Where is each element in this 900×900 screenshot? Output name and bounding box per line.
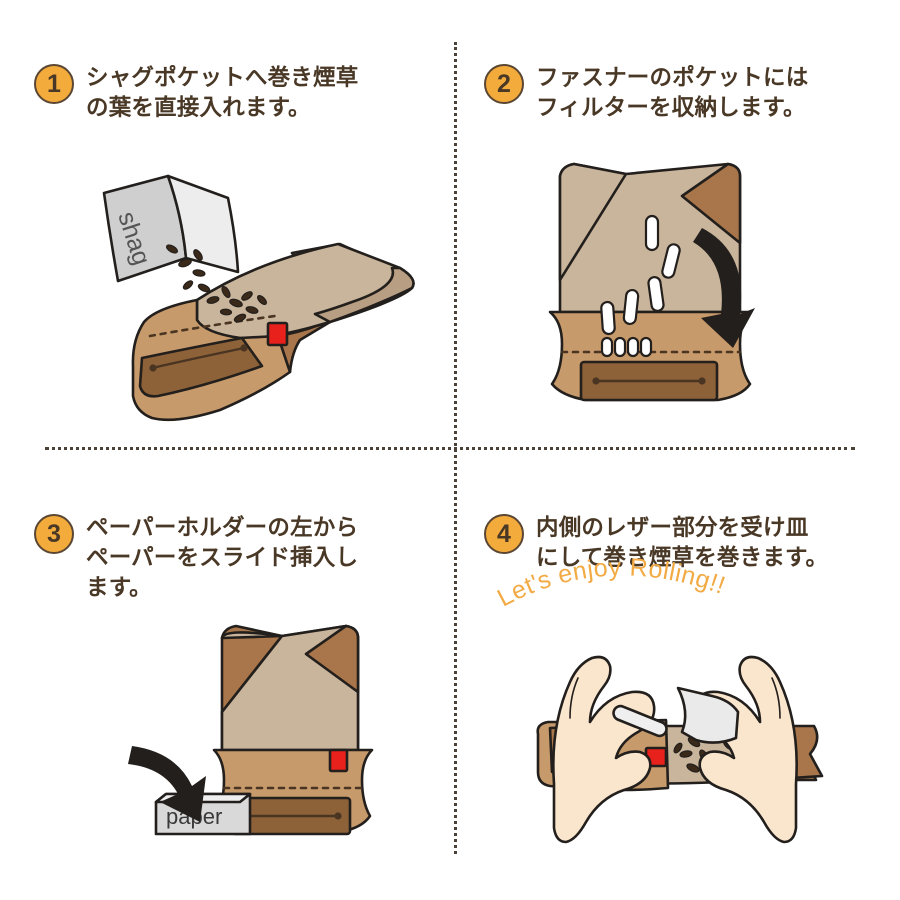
zipper-pull-right (698, 377, 706, 385)
step-2-number-badge: 2 (484, 64, 524, 104)
step-1-number-badge: 1 (34, 64, 74, 104)
stored-filters (600, 336, 653, 358)
step-2-caption: 2 ファスナーのポケットには フィルターを収納します。 (484, 62, 884, 123)
pouch-zipper-pocket (138, 336, 264, 398)
shag-pouch-right-face (166, 174, 240, 274)
zipper-pull-left (149, 364, 157, 372)
step-3-caption-text: ペーパーホルダーの左から ペーパーをスライド挿入し ます。 (86, 515, 359, 600)
step-4-caption-text: 内側のレザー部分を受け皿 にして巻き煙草を巻きます。 (536, 515, 829, 570)
filter-rod (612, 704, 668, 738)
divider-horizontal (45, 447, 855, 450)
curved-arrow (128, 746, 206, 822)
step-panel-4: 4 内側のレザー部分を受け皿 にして巻き煙草を巻きます。 (450, 450, 900, 900)
step-3-number-badge: 3 (34, 514, 74, 554)
step-3-illustration: paper (128, 624, 374, 836)
pouch-flap-fold (313, 266, 415, 324)
step-3-caption: 3 ペーパーホルダーの左から ペーパーをスライド挿入し ます。 (34, 512, 434, 603)
step-4-number-badge: 4 (484, 514, 524, 554)
rolling-paper (676, 686, 740, 744)
step-panel-2: 2 ファスナーのポケットには フィルターを収納します。 (450, 0, 900, 450)
step-panel-1: 1 シャグポケットへ巻き煙草 の葉を直接入れます。 (0, 0, 450, 450)
step-1-illustration: shag (102, 174, 415, 422)
left-hand-finger-line (569, 677, 579, 719)
pouch-right-wedge (680, 162, 742, 245)
zipper-pull-right (240, 344, 248, 352)
step-1-caption-text: シャグポケットへ巻き煙草 の葉を直接入れます。 (86, 65, 359, 120)
pouch-side-gusset (276, 320, 332, 374)
left-hand (552, 655, 656, 844)
holder-dot-right (334, 812, 342, 820)
pouch-right-wedge (304, 624, 360, 694)
red-tab (328, 748, 349, 773)
step-4-illustration (536, 655, 824, 844)
right-hand-finger-line (771, 677, 781, 719)
zipper-pull-left (592, 377, 600, 385)
step-2-illustration (548, 162, 755, 402)
tobacco-flakes (165, 244, 267, 323)
falling-filters (600, 214, 681, 336)
step-2-caption-text: ファスナーのポケットには フィルターを収納します。 (536, 65, 809, 120)
step-1-caption: 1 シャグポケットへ巻き煙草 の葉を直接入れます。 (34, 62, 434, 123)
step-panel-3: 3 ペーパーホルダーの左から ペーパーをスライド挿入し ます。 (0, 450, 450, 900)
red-tab (266, 321, 289, 347)
pouch-stitch-line (148, 314, 277, 338)
step-4-caption: 4 内側のレザー部分を受け皿 にして巻き煙草を巻きます。 (484, 512, 884, 573)
zipper-line (150, 346, 246, 370)
curved-arrow (693, 228, 755, 348)
divider-vertical (454, 42, 457, 854)
